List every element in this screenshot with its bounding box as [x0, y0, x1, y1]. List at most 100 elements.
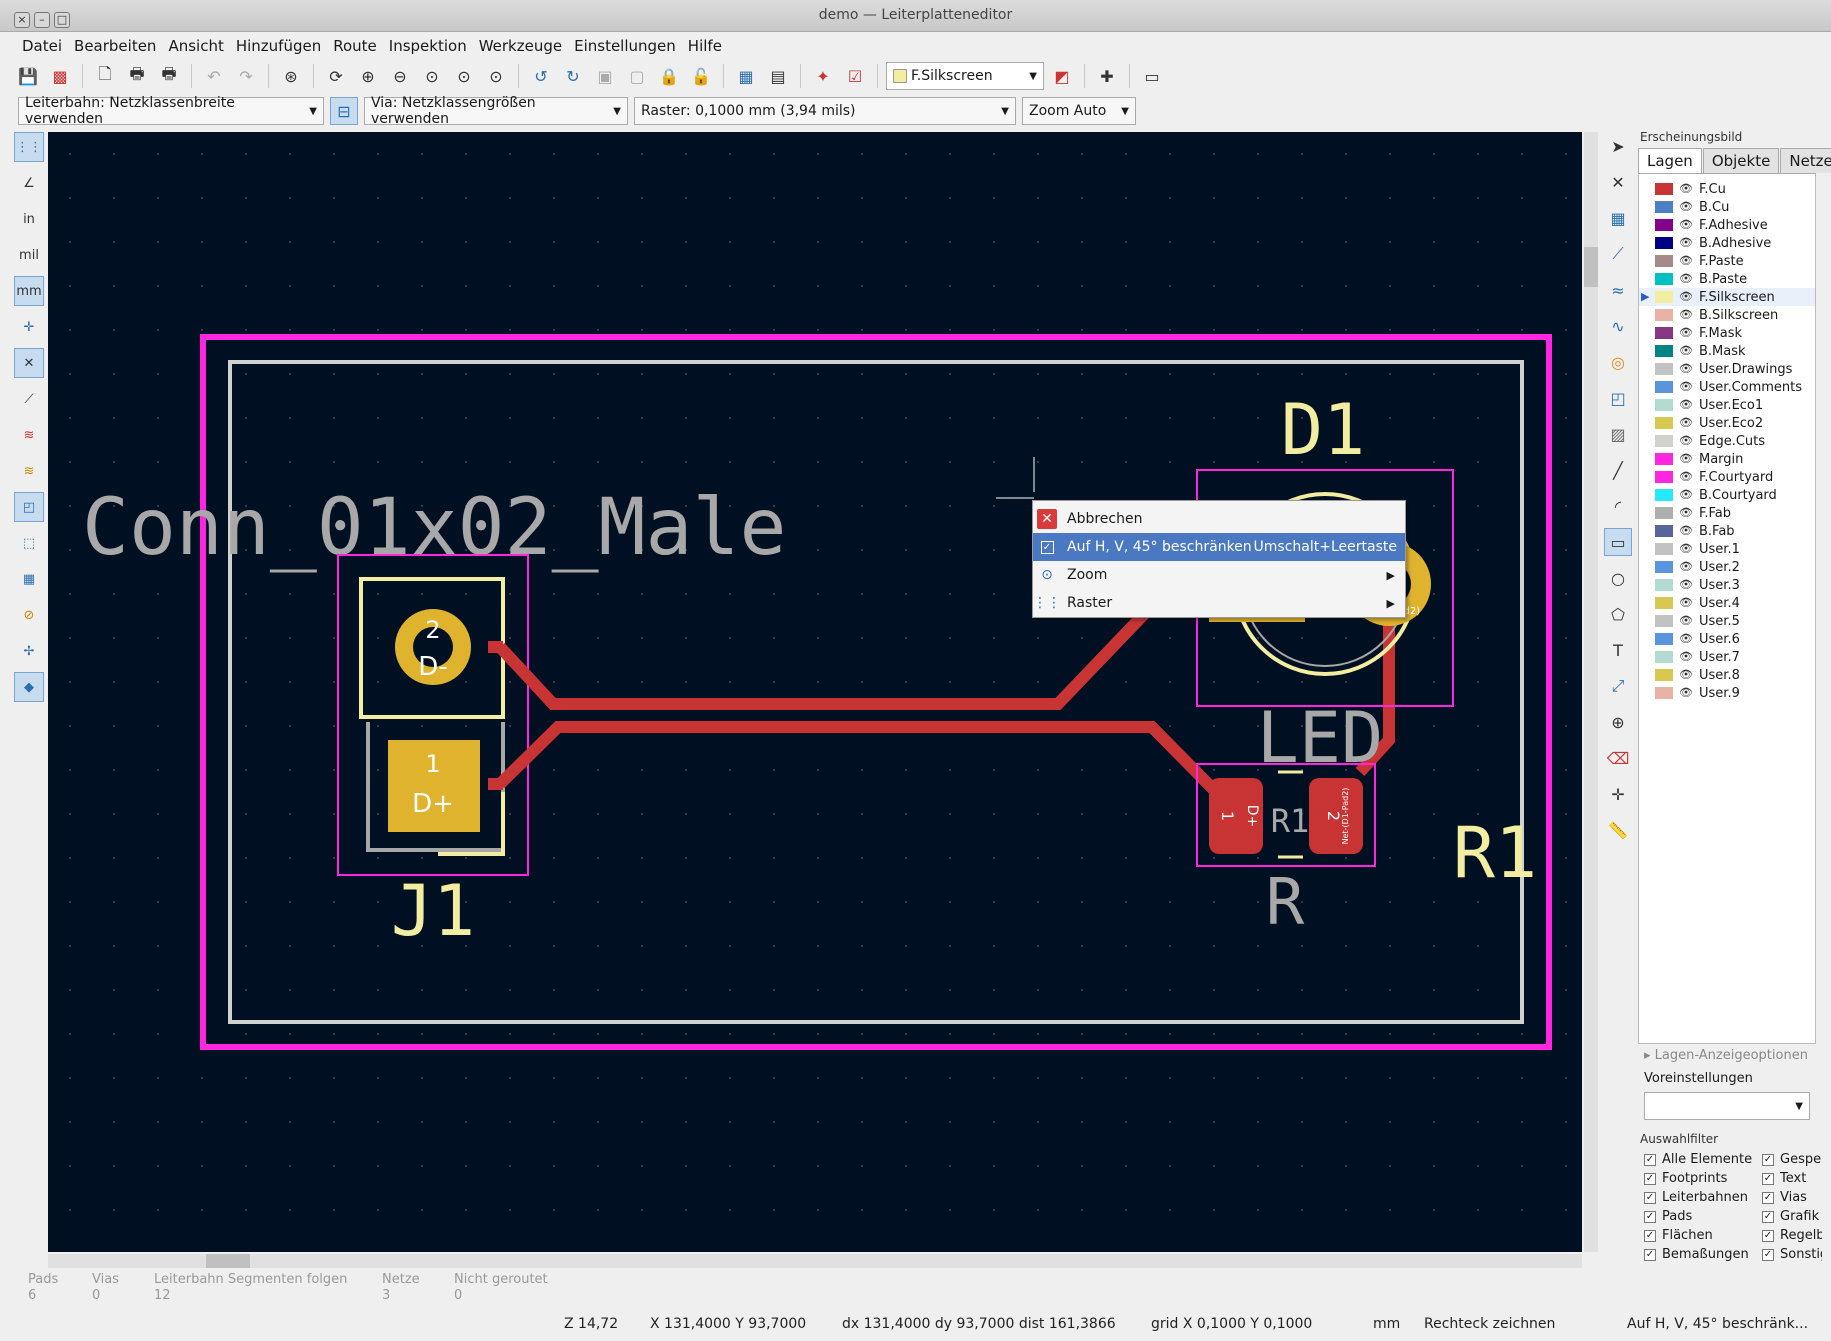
- draw-polygon-icon[interactable]: ⬠: [1611, 604, 1625, 624]
- zoom-area-icon[interactable]: ⊙: [489, 66, 503, 86]
- add-via-icon[interactable]: ◎: [1611, 352, 1625, 372]
- selection-filter-item[interactable]: ✓Text: [1762, 1171, 1822, 1186]
- layer-row[interactable]: 👁User.2: [1639, 558, 1815, 576]
- draw-circle-icon[interactable]: ○: [1611, 568, 1625, 588]
- undo-icon[interactable]: ↶: [207, 66, 221, 86]
- layer-color-swatch[interactable]: [1655, 345, 1673, 357]
- layer-color-swatch[interactable]: [1655, 435, 1673, 447]
- layer-row[interactable]: 👁B.Silkscreen: [1639, 306, 1815, 324]
- layer-color-swatch[interactable]: [1655, 651, 1673, 663]
- layer-row[interactable]: 👁B.Adhesive: [1639, 234, 1815, 252]
- menu-route[interactable]: Route: [333, 37, 377, 55]
- track-width-select[interactable]: Leiterbahn: Netzklassenbreite verwenden …: [18, 95, 324, 127]
- visibility-eye-icon[interactable]: 👁: [1679, 578, 1693, 591]
- add-target-icon[interactable]: ⊕: [1611, 712, 1625, 732]
- zone-fill-icon[interactable]: ≋: [23, 427, 35, 443]
- pad-outline-icon[interactable]: ≋: [23, 463, 35, 479]
- visibility-eye-icon[interactable]: 👁: [1679, 470, 1693, 483]
- refresh-icon[interactable]: ⟳: [329, 66, 343, 86]
- zoom-out-icon[interactable]: ⊖: [393, 66, 407, 86]
- selection-filter-item[interactable]: ✓Sonstiges: [1762, 1247, 1822, 1262]
- layer-row[interactable]: 👁User.7: [1639, 648, 1815, 666]
- checkbox-checked-icon[interactable]: ✓: [1644, 1210, 1656, 1223]
- visibility-eye-icon[interactable]: 👁: [1679, 416, 1693, 429]
- grid-toggle-icon[interactable]: ⋮⋮: [14, 132, 44, 162]
- context-item-grid[interactable]: ⋮⋮ Raster ▶: [1033, 589, 1405, 617]
- checkbox-checked-icon[interactable]: ✓: [1762, 1229, 1774, 1242]
- tab-lagen[interactable]: Lagen: [1638, 148, 1702, 173]
- visibility-eye-icon[interactable]: 👁: [1679, 272, 1693, 285]
- layer-row[interactable]: 👁F.Fab: [1639, 504, 1815, 522]
- cursor-shape-icon[interactable]: ✛: [23, 319, 35, 335]
- layer-color-swatch[interactable]: [1655, 291, 1673, 303]
- active-layer-select[interactable]: F.Silkscreen ▼: [886, 62, 1044, 90]
- grid-origin-icon[interactable]: ✛: [1611, 784, 1625, 804]
- visibility-eye-icon[interactable]: 👁: [1679, 362, 1693, 375]
- tab-objekte[interactable]: Objekte: [1702, 148, 1780, 173]
- visibility-eye-icon[interactable]: 👁: [1679, 398, 1693, 411]
- layer-color-swatch[interactable]: [1655, 543, 1673, 555]
- visibility-eye-icon[interactable]: 👁: [1679, 596, 1693, 609]
- visibility-eye-icon[interactable]: 👁: [1679, 380, 1693, 393]
- context-item-cancel[interactable]: ✕ Abbrechen: [1033, 505, 1405, 533]
- layer-row[interactable]: 👁F.Cu: [1639, 180, 1815, 198]
- layer-color-swatch[interactable]: [1655, 597, 1673, 609]
- layer-color-swatch[interactable]: [1655, 399, 1673, 411]
- visibility-eye-icon[interactable]: 👁: [1679, 182, 1693, 195]
- layer-row[interactable]: 👁B.Cu: [1639, 198, 1815, 216]
- autoroute-icon[interactable]: ✚: [1100, 66, 1114, 86]
- layer-row[interactable]: 👁User.4: [1639, 594, 1815, 612]
- zoom-fit-icon[interactable]: ⊙: [425, 66, 439, 86]
- selection-filter-item[interactable]: ✓Grafik: [1762, 1209, 1822, 1224]
- via-size-select[interactable]: Via: Netzklassengrößen verwenden ▼: [364, 95, 628, 127]
- rotate-cw-icon[interactable]: ↻: [566, 66, 580, 86]
- layer-row[interactable]: 👁User.9: [1639, 684, 1815, 702]
- draw-line-icon[interactable]: ╱: [1613, 460, 1623, 480]
- horizontal-scroll-thumb[interactable]: [206, 1254, 250, 1268]
- visibility-eye-icon[interactable]: 👁: [1679, 614, 1693, 627]
- add-rule-area-icon[interactable]: ▨: [1610, 424, 1626, 444]
- checkbox-checked-icon[interactable]: ✓: [1762, 1210, 1774, 1223]
- menu-bearbeiten[interactable]: Bearbeiten: [74, 37, 157, 55]
- drc-icon[interactable]: ✦: [816, 66, 830, 86]
- draw-rectangle-icon[interactable]: ▭: [1604, 528, 1632, 556]
- selection-filter-item[interactable]: ✓Bemaßungen: [1644, 1247, 1762, 1262]
- scripting-console-icon[interactable]: ▭: [1144, 66, 1160, 86]
- layer-row[interactable]: 👁User.Eco1: [1639, 396, 1815, 414]
- layer-color-swatch[interactable]: [1655, 381, 1673, 393]
- checkbox-checked-icon[interactable]: ✓: [1762, 1172, 1774, 1185]
- checkbox-checked-icon[interactable]: ✓: [1644, 1172, 1656, 1185]
- minimize-window-icon[interactable]: –: [34, 12, 50, 28]
- layer-display-options[interactable]: ▸ Lagen-Anzeigeoptionen: [1644, 1048, 1808, 1063]
- layer-color-swatch[interactable]: [1655, 453, 1673, 465]
- route-diff-pair-icon[interactable]: ≈: [1611, 280, 1625, 300]
- visibility-eye-icon[interactable]: 👁: [1679, 200, 1693, 213]
- close-window-icon[interactable]: ×: [14, 12, 30, 28]
- route-track-icon[interactable]: ⟋: [1612, 244, 1624, 263]
- auto-track-width-icon[interactable]: ⊟: [330, 97, 358, 125]
- netlist-icon[interactable]: ▦: [738, 66, 754, 86]
- selection-filter-item[interactable]: ✓Leiterbahnen: [1644, 1190, 1762, 1205]
- add-footprint-icon[interactable]: ▦: [1610, 208, 1626, 228]
- footprint-library-icon[interactable]: ▤: [770, 66, 786, 86]
- layer-color-swatch[interactable]: [1655, 201, 1673, 213]
- visibility-eye-icon[interactable]: 👁: [1679, 650, 1693, 663]
- layer-color-swatch[interactable]: [1655, 561, 1673, 573]
- visibility-eye-icon[interactable]: 👁: [1679, 560, 1693, 573]
- menu-werkzeuge[interactable]: Werkzeuge: [478, 37, 563, 55]
- visibility-eye-icon[interactable]: 👁: [1679, 632, 1693, 645]
- board-setup-icon[interactable]: ▩: [52, 66, 68, 86]
- local-ratsnest-icon[interactable]: ✕: [1611, 172, 1625, 192]
- selection-filter-item[interactable]: ✓Pads: [1644, 1209, 1762, 1224]
- selection-filter-item[interactable]: ✓Regelbereiche: [1762, 1228, 1822, 1243]
- via-display-icon[interactable]: ◰: [14, 492, 44, 522]
- visibility-eye-icon[interactable]: 👁: [1679, 686, 1693, 699]
- layer-color-swatch[interactable]: [1655, 363, 1673, 375]
- microwave-icon[interactable]: ✢: [23, 643, 35, 659]
- visibility-eye-icon[interactable]: 👁: [1679, 290, 1693, 303]
- units-mm-button[interactable]: mm: [14, 276, 44, 306]
- visibility-eye-icon[interactable]: 👁: [1679, 218, 1693, 231]
- context-item-zoom[interactable]: ⊙ Zoom ▶: [1033, 561, 1405, 589]
- add-text-icon[interactable]: T: [1613, 640, 1623, 660]
- layer-row[interactable]: 👁User.1: [1639, 540, 1815, 558]
